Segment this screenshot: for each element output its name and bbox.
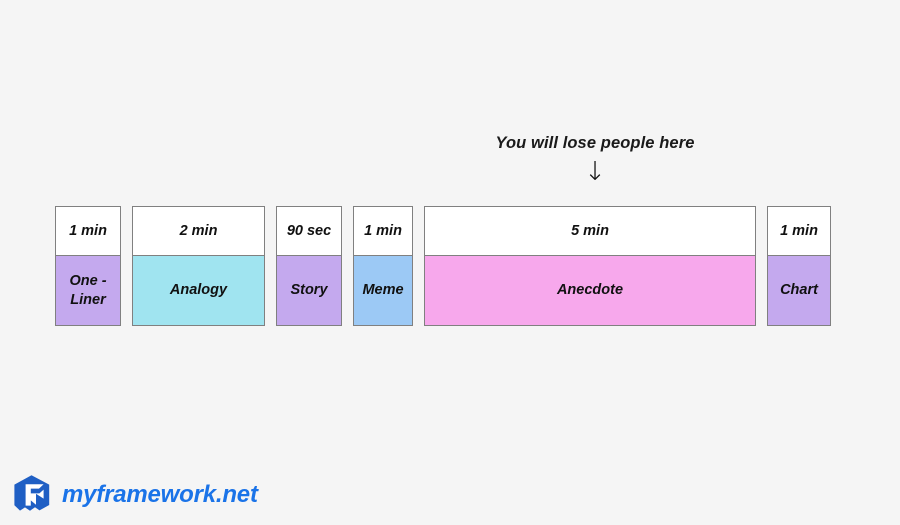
brand-footer: myframework.net bbox=[12, 474, 258, 516]
myframework-hexagon-logo bbox=[12, 474, 52, 516]
annotation-callout: You will lose people here ↓ bbox=[455, 134, 735, 185]
block-duration: 5 min bbox=[425, 207, 755, 256]
block-label: Analogy bbox=[133, 256, 264, 325]
block-duration: 1 min bbox=[768, 207, 830, 256]
block-label: One - Liner bbox=[56, 256, 120, 325]
down-arrow-icon: ↓ bbox=[584, 157, 606, 187]
block-duration: 1 min bbox=[354, 207, 412, 256]
block-label: Story bbox=[277, 256, 341, 325]
block-label: Chart bbox=[768, 256, 830, 325]
block-duration: 1 min bbox=[56, 207, 120, 256]
annotation-text: You will lose people here bbox=[495, 134, 695, 152]
block-duration: 2 min bbox=[133, 207, 264, 256]
block-duration: 90 sec bbox=[277, 207, 341, 256]
block-label: Meme bbox=[354, 256, 412, 325]
block-label: Anecdote bbox=[425, 256, 755, 325]
brand-name: myframework.net bbox=[62, 481, 258, 508]
